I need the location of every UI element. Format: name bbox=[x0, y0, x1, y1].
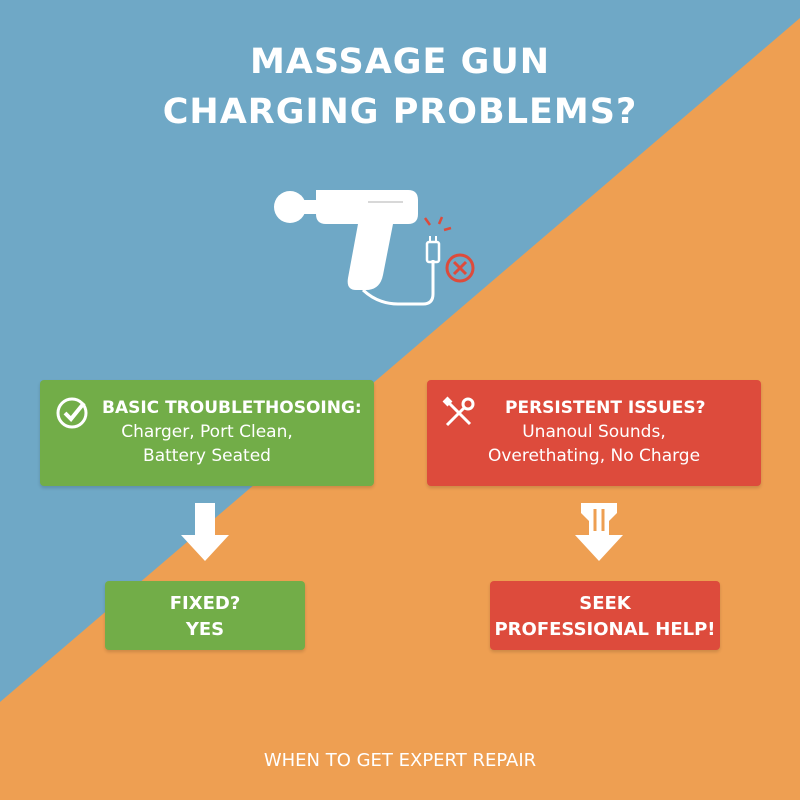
basic-troubleshooting-heading: BASIC TROUBLETHOSOING: bbox=[102, 398, 362, 418]
basic-troubleshooting-line-2: Charger, Port Clean, bbox=[121, 422, 293, 442]
footer-caption: WHEN TO GET EXPERT REPAIR bbox=[263, 750, 537, 771]
checkmark-circle-icon bbox=[56, 397, 88, 429]
fixed-line-1: FIXED? bbox=[169, 593, 241, 614]
title-line-2: CHARGING PROBLEMS? bbox=[162, 92, 638, 132]
seek-line-1: SEEK bbox=[579, 593, 631, 614]
persistent-issues-heading: PERSISTENT ISSUES? bbox=[505, 398, 706, 418]
wrench-screwdriver-icon bbox=[442, 396, 475, 427]
charging-cable-icon bbox=[361, 216, 452, 306]
seek-line-2: PROFESSIONAL HELP! bbox=[494, 619, 716, 640]
fixed-line-2: YES bbox=[185, 619, 225, 640]
down-arrow-icon bbox=[575, 503, 623, 561]
basic-troubleshooting-box: BASIC TROUBLETHOSOING: Charger, Port Cle… bbox=[40, 380, 374, 486]
persistent-issues-line-2: Unanoul Sounds, bbox=[522, 422, 666, 442]
persistent-issues-box: PERSISTENT ISSUES? Unanoul Sounds, Overe… bbox=[427, 380, 761, 486]
fixed-yes-box: FIXED? YES bbox=[105, 581, 305, 650]
error-x-icon bbox=[445, 253, 475, 283]
basic-troubleshooting-line-3: Battery Seated bbox=[143, 446, 271, 466]
seek-professional-help-box: SEEK PROFESSIONAL HELP! bbox=[490, 581, 720, 650]
down-arrow-icon bbox=[181, 503, 229, 561]
massage-gun-icon bbox=[274, 190, 418, 290]
massage-gun-illustration bbox=[274, 190, 475, 306]
persistent-issues-line-3: Overethating, No Charge bbox=[487, 446, 701, 466]
title-line-1: MASSAGE GUN bbox=[249, 42, 551, 82]
